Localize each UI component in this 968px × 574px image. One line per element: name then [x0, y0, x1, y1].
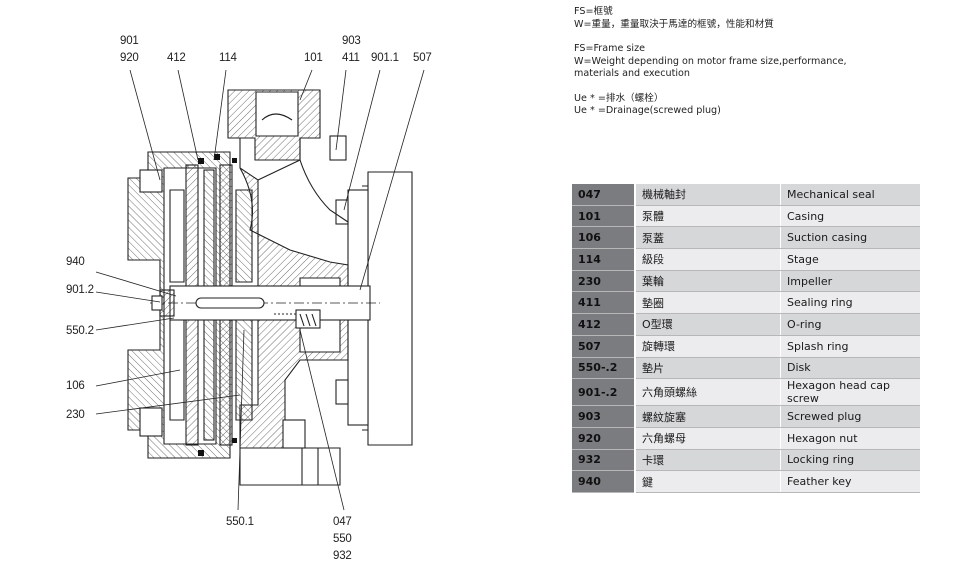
callout-106: 106	[66, 380, 85, 392]
pump-section-svg	[95, 69, 425, 511]
feather-key	[195, 297, 265, 309]
part-number: 101	[572, 205, 636, 228]
part-name-en: Feather key	[780, 470, 920, 493]
part-name-en: Impeller	[780, 270, 920, 293]
impellers	[169, 189, 253, 421]
part-number: 114	[572, 248, 636, 271]
part-name-en: Mechanical seal	[780, 184, 920, 206]
part-name-en: Casing	[780, 205, 920, 228]
callout-507: 507	[413, 52, 432, 64]
callout-550: 550	[333, 533, 352, 545]
note-w-en: W=Weight depending on motor frame size,p…	[574, 55, 847, 67]
part-number: 940	[572, 470, 636, 493]
part-name-en: Hexagon head cap screw	[780, 378, 920, 407]
part-name-zh: 鍵	[635, 470, 781, 493]
part-name-en: Stage	[780, 248, 920, 271]
part-number: 901-.2	[572, 378, 636, 407]
part-name-zh: 六角頭螺絲	[635, 378, 781, 407]
part-number: 047	[572, 184, 636, 206]
callout-230: 230	[66, 409, 85, 421]
part-name-zh: 泵蓋	[635, 226, 781, 250]
callout-411: 411	[342, 52, 360, 64]
part-number: 932	[572, 449, 636, 472]
part-name-en: Disk	[780, 357, 920, 380]
motor-housing	[367, 171, 413, 446]
part-name-en: Suction casing	[780, 226, 920, 250]
mechanical-seal	[274, 309, 321, 329]
part-name-en: Sealing ring	[780, 291, 920, 315]
callout-550-2: 550.2	[66, 325, 94, 337]
part-number: 903	[572, 405, 636, 428]
part-number: 106	[572, 226, 636, 250]
callout-932: 932	[333, 550, 352, 562]
callout-920: 920	[120, 52, 139, 64]
part-name-zh: 葉輪	[635, 270, 781, 293]
part-name-zh: 卡環	[635, 449, 781, 472]
part-number: 920	[572, 427, 636, 450]
part-name-zh: 六角螺母	[635, 427, 781, 450]
note-drain-zh: Ue * =排水（螺栓）	[574, 92, 664, 104]
note-fs-en: FS=Frame size	[574, 43, 646, 54]
notes-block: FS=框號 W=重量，重量取決于馬達的框號，性能和材質 FS=Frame siz…	[574, 6, 964, 118]
part-name-en: Screwed plug	[780, 405, 920, 428]
part-name-en: Splash ring	[780, 335, 920, 358]
callout-940: 940	[66, 256, 85, 268]
note-drain-en: Ue * =Drainage(screwed plug)	[574, 105, 721, 116]
part-name-zh: 機械軸封	[635, 184, 781, 206]
part-name-en: Locking ring	[780, 449, 920, 472]
callout-047: 047	[333, 516, 352, 528]
callout-901: 901	[120, 35, 139, 47]
o-rings	[198, 154, 237, 456]
callout-114: 114	[219, 52, 237, 64]
callout-901-2: 901.2	[66, 284, 94, 296]
part-name-zh: 級段	[635, 248, 781, 271]
note-w-en-cont: materials and execution	[574, 68, 690, 79]
part-name-zh: 旋轉環	[635, 335, 781, 358]
part-name-zh: 螺紋旋塞	[635, 405, 781, 428]
part-name-zh: 墊圈	[635, 291, 781, 315]
callout-412: 412	[167, 52, 186, 64]
callout-550-1: 550.1	[226, 516, 254, 528]
note-fs-zh: FS=框號	[574, 6, 613, 17]
part-number: 550-.2	[572, 357, 636, 380]
part-number: 412	[572, 313, 636, 336]
part-name-zh: 墊片	[635, 357, 781, 380]
part-number: 507	[572, 335, 636, 358]
part-number: 411	[572, 291, 636, 315]
callout-901-1: 901.1	[371, 52, 399, 64]
pump-sectional-drawing: 901 920 412 114 101 903 411 901.1 507 94…	[66, 35, 432, 562]
part-name-en: Hexagon nut	[780, 427, 920, 450]
part-name-zh: O型環	[635, 313, 781, 336]
part-name-zh: 泵體	[635, 205, 781, 228]
callout-101: 101	[304, 52, 323, 64]
base-foot	[239, 447, 341, 486]
leader-lines	[95, 69, 425, 511]
note-w-zh: W=重量，重量取決于馬達的框號，性能和材質	[574, 18, 774, 30]
part-name-en: O-ring	[780, 313, 920, 336]
part-number: 230	[572, 270, 636, 293]
tie-bolts	[139, 135, 347, 449]
callout-903: 903	[342, 35, 361, 47]
